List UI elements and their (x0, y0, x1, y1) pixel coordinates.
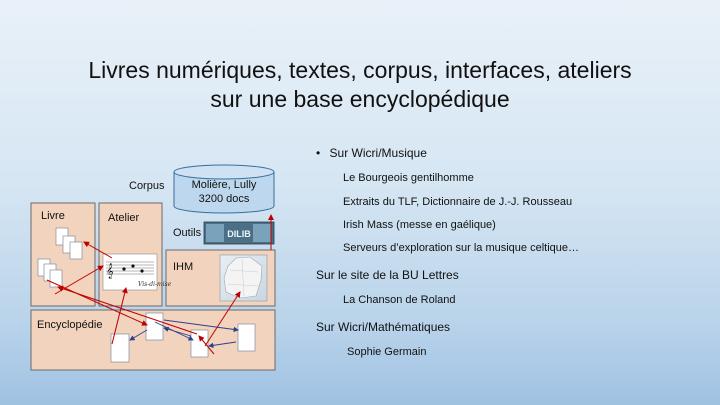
arrow-blue-1 (163, 319, 239, 333)
page-3 (69, 241, 83, 260)
list-item[interactable]: Irish Mass (messe en gaélique) (343, 219, 496, 231)
enc-page-4 (237, 323, 256, 352)
title-line-2: sur une base encyclopédique (210, 86, 510, 112)
db-line-2: 3200 docs (199, 193, 250, 205)
bullet-dot: • (316, 146, 321, 160)
logo-text: DILIB (227, 229, 251, 239)
arrow-blue-4 (163, 326, 192, 337)
atelier-label: Atelier (108, 212, 140, 224)
db-line-1: Molière, Lully (192, 179, 257, 191)
section-bu-lettres: Sur le site de la BU Lettres (316, 268, 459, 282)
list-item[interactable]: Sophie Germain (347, 346, 427, 358)
list-item[interactable]: Serveurs d’exploration sur la musique ce… (343, 242, 580, 254)
svg-text:𝄞: 𝄞 (106, 264, 114, 279)
list-item[interactable]: Extraits du TLF, Dictionnaire de J.-J. R… (343, 196, 573, 208)
section-musique-label: Sur Wicri/Musique (329, 146, 427, 160)
encyclopedie-label: Encyclopédie (37, 319, 102, 331)
music-score-image: 𝄞 Vis-di-mise (102, 253, 172, 291)
corpus-label: Corpus (129, 180, 165, 192)
arrow-blue-5 (129, 329, 148, 341)
ihm-label: IHM (173, 261, 193, 273)
france-map-image (219, 254, 268, 302)
list-item[interactable]: Le Bourgeois gentilhomme (343, 172, 474, 184)
score-caption: Vis-di-mise (138, 281, 172, 288)
slide-title: Livres numériques, textes, corpus, inter… (0, 56, 720, 114)
arrow-enc-page (198, 335, 215, 355)
dilib-logo: DILIB (203, 221, 275, 245)
red-arrows (46, 214, 274, 355)
section-musique: • Sur Wicri/Musique (316, 146, 427, 160)
arrow-blue-3 (208, 341, 237, 349)
section-mathematiques: Sur Wicri/Mathématiques (316, 320, 451, 334)
arrow-enc-ihm (204, 291, 241, 347)
corpus-database (173, 164, 275, 214)
blue-arrows (129, 319, 239, 349)
title-line-1: Livres numériques, textes, corpus, inter… (88, 57, 632, 83)
enc-page-2 (110, 333, 130, 363)
outils-label: Outils (173, 227, 202, 239)
list-item[interactable]: La Chanson de Roland (343, 294, 456, 306)
arrow-enc-atelier (111, 287, 128, 345)
livre-label: Livre (41, 210, 65, 222)
enc-page-1 (145, 312, 164, 341)
arrow-enc-livre (57, 285, 198, 335)
arrow-atelier-livre (83, 241, 113, 259)
